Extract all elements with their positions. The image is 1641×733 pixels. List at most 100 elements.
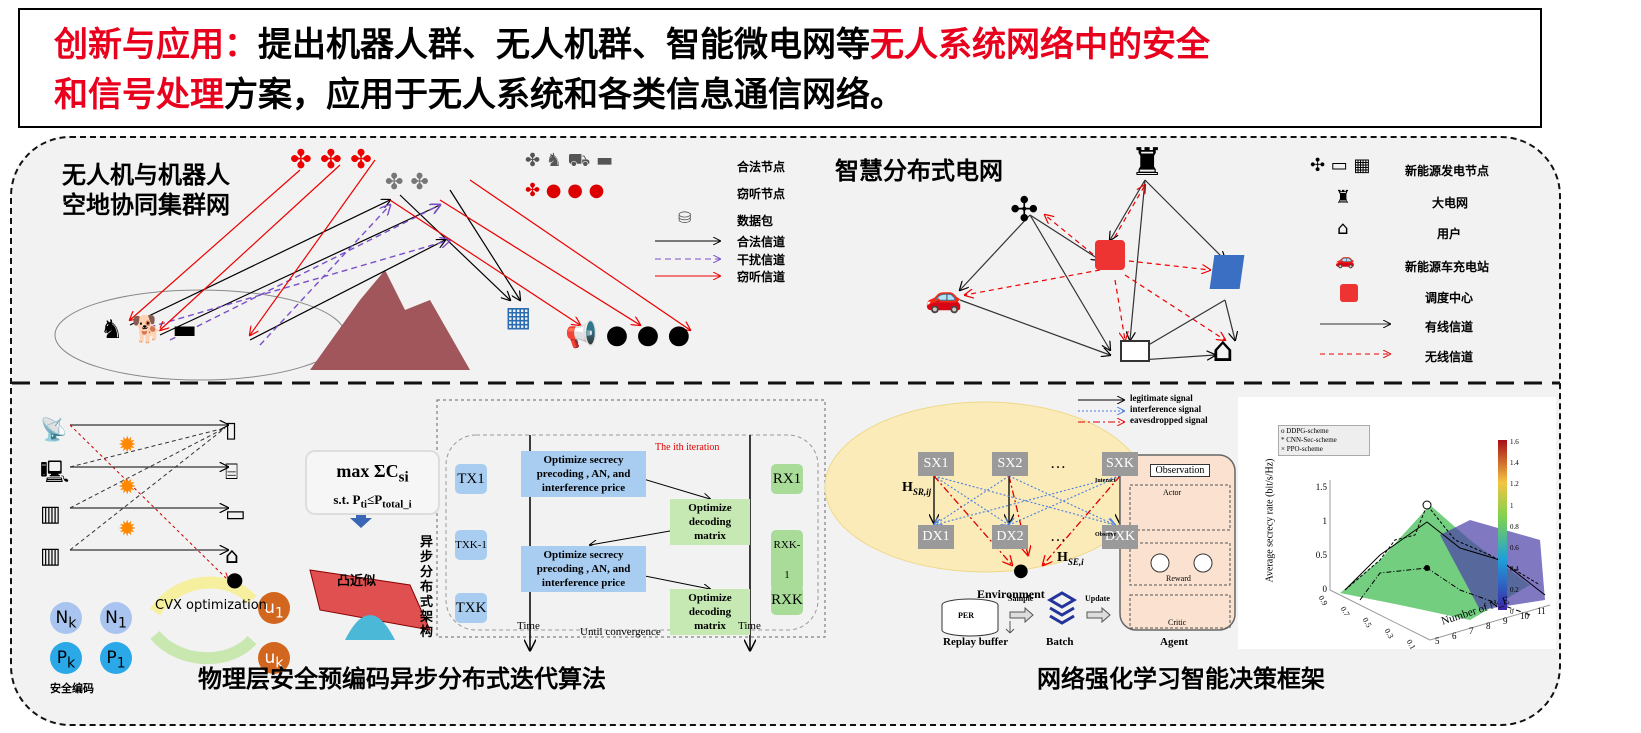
critic-block [1129,594,1231,629]
legend-interference-signal: interference signal [1130,404,1202,414]
reward-node [1193,553,1213,573]
x-tick: 6 [1452,631,1457,641]
cvx-label: CVX optimization [155,598,267,613]
sx-1: SX1 [918,452,954,476]
agent-label: Agent [1160,636,1189,648]
until-convergence-label: Until convergence [580,626,661,638]
env-to-per-arrow [1005,621,1015,634]
series-ddpg [1344,504,1541,591]
legend-eaves-node: 窃听节点 [737,187,786,201]
h-sr-label: HSR,ij [902,480,932,497]
legend-eaves-signal: eavesdropped signal [1130,415,1208,425]
z-tick: 1 [1322,516,1328,526]
x-tick: 9 [1503,616,1508,626]
colorbar-tick: 1 [1510,501,1514,510]
building-icon: ▦ [505,300,532,333]
tx-time-label: Time [517,620,540,632]
grid-title: 智慧分布式电网 [835,157,1003,185]
headline-red: 无人系统网络中的安全 [870,25,1210,65]
actor-label: Actor [1163,488,1182,497]
rx-time-label: Time [738,620,761,632]
interference-channels [139,205,450,346]
colorbar-tick: 1.2 [1510,480,1519,489]
transmitter-icons: 📡🖳▥▥ [40,418,70,569]
house-icon: ⌂ [1212,330,1234,370]
opt-precoding-2: Optimize secrecy precoding , AN, and int… [521,546,646,592]
colorbar-tick: 0.2 [1510,586,1519,595]
headline-text: 提出机器人群、无人机群、智能微电网等 [258,25,870,65]
mountain [310,270,470,370]
tx-k: TXK [455,593,487,623]
wireless-channels [965,185,1225,340]
jamming-icons: ✹✹✹ [118,433,137,542]
precoding-title: 物理层安全预编码异步分布式迭代算法 [198,665,606,693]
legend-tower-icon: ♜ [1335,187,1352,208]
sx-k: SXK [1102,452,1138,476]
chart-legend: o DDPG-scheme* CNN-Sec-scheme× PPO-schem… [1278,425,1370,456]
reward-label: Reward [1166,574,1191,583]
z-tick: 0 [1322,584,1328,594]
sample-label: Sample [1008,594,1034,603]
power-tower-icon: ♜ [1130,140,1165,184]
colorbar [1498,440,1507,610]
legend-generation: 新能源发电节点 [1405,164,1490,178]
z-tick: 0.5 [1315,550,1327,560]
eavesdropper-icon: ● [1013,560,1029,581]
legend-wireless: 无线信道 [1425,350,1474,364]
batch-icon [1047,591,1077,625]
objective-box: max ΣCsi s.t. Pti≤Ptotal_i [305,450,440,515]
x-tick: 11 [1537,606,1546,616]
convex-cone [345,615,395,640]
per-label: PER [958,611,974,620]
reward-node [1150,553,1170,573]
opt-decoding-1: Optimize decoding matrix [670,499,750,545]
ev-charging-icon: 🚗 [925,280,963,315]
headline-text: 方案，应用于无人系统和各类信息通信网络。 [224,75,904,115]
legit-channels [129,189,520,341]
wired-channels [960,179,1235,361]
z-ticks: 1.5 1 0.5 0 [1312,470,1327,606]
ddpg-peak-marker [1422,500,1432,510]
node-n-k: Nk [50,602,82,634]
critic-label: Critic [1168,618,1187,627]
x-tick: 5 [1435,636,1440,646]
wind-turbine-icon: ✣ [1010,190,1039,230]
headline-red: 创新与应用： [54,25,258,65]
legend-ppo: × PPO-scheme [1281,445,1323,453]
dx-1: DX1 [918,525,954,549]
rx-k: RXK [771,585,803,615]
tx-k-1: TXK-1 [455,530,487,560]
dispatch-center-icon [1095,240,1125,270]
z-tick: 1.5 [1315,482,1327,492]
colorbar-tick: 0.8 [1510,522,1519,531]
dots-dx: … [1050,528,1066,545]
precoding-interference-links [69,427,226,551]
ith-iteration-region [445,434,819,631]
chart-surface-low [1440,520,1545,610]
colorbar-tick: 0 [1510,607,1514,616]
legend-generation-icons: ✣ ▭ ▦ [1310,155,1371,176]
node-n-1: N1 [100,602,132,634]
legend-eaves-icons: ✤ ● ● ● [525,180,605,201]
eavesdrop-channels [130,159,690,335]
legend-data-packet: 数据包 [737,214,774,228]
legend-legit-signal: legitimate signal [1130,393,1193,403]
reward-block [1129,542,1231,586]
battery-icon [1120,340,1150,362]
eavesdropper-icon: ● [226,567,244,591]
node-u-1: u1 [258,592,290,624]
legend-legit-node: 合法节点 [737,160,786,174]
cvx-arrow-bottom [150,630,257,665]
rl-eaves-links [933,475,1121,565]
sx-2: SX2 [992,452,1028,476]
soldier-robot-icons: ♞ 🐕 ▬ [100,315,197,345]
eavesdropper-icons: 📢 ● ● ● [565,320,691,350]
convex-surface [309,569,431,631]
z-axis-label: Average secrecy rate (bit/s/Hz) [1264,458,1276,583]
uav-title: 无人机与机器人空地协同集群网 [62,160,230,220]
environment-text: Environment [977,587,1045,601]
opt-precoding-1: Optimize secrecy precoding , AN, and int… [521,451,646,497]
y-axis [1329,589,1431,641]
